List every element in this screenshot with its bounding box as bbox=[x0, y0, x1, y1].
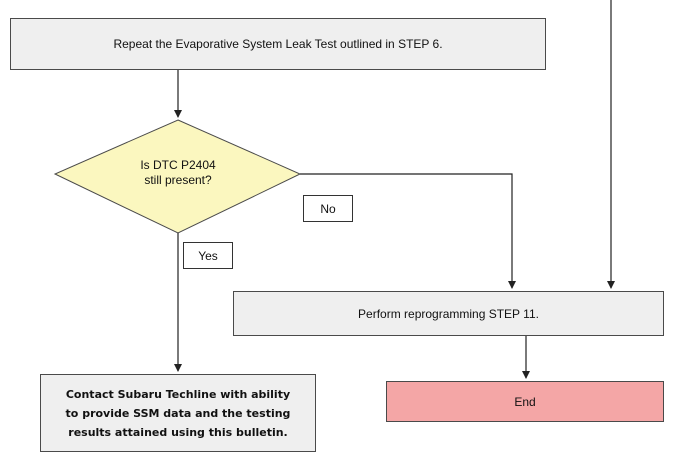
decision-text-line1: Is DTC P2404 bbox=[140, 158, 216, 172]
arrow-no-to-reprogram bbox=[300, 173, 516, 289]
contact-techline-box: Contact Subaru Techline with ability to … bbox=[40, 374, 316, 452]
decision-text-line2: still present? bbox=[144, 173, 212, 187]
yes-label-text: Yes bbox=[198, 248, 218, 263]
reprogramming-text: Perform reprogramming STEP 11. bbox=[358, 306, 539, 321]
repeat-leak-test-box: Repeat the Evaporative System Leak Test … bbox=[10, 18, 546, 70]
repeat-leak-test-text: Repeat the Evaporative System Leak Test … bbox=[113, 37, 443, 51]
no-label-text: No bbox=[320, 201, 336, 216]
contact-techline-line2: to provide SSM data and the testing bbox=[65, 406, 291, 420]
yes-label: Yes bbox=[183, 242, 233, 269]
no-label: No bbox=[303, 195, 353, 222]
contact-techline-line3: results attained using this bulletin. bbox=[68, 425, 288, 439]
decision-text: Is DTC P2404 still present? bbox=[118, 158, 238, 188]
end-box: End bbox=[386, 381, 664, 422]
end-text: End bbox=[514, 394, 536, 409]
contact-techline-line1: Contact Subaru Techline with ability bbox=[65, 387, 291, 401]
reprogramming-box: Perform reprogramming STEP 11. bbox=[233, 291, 664, 336]
